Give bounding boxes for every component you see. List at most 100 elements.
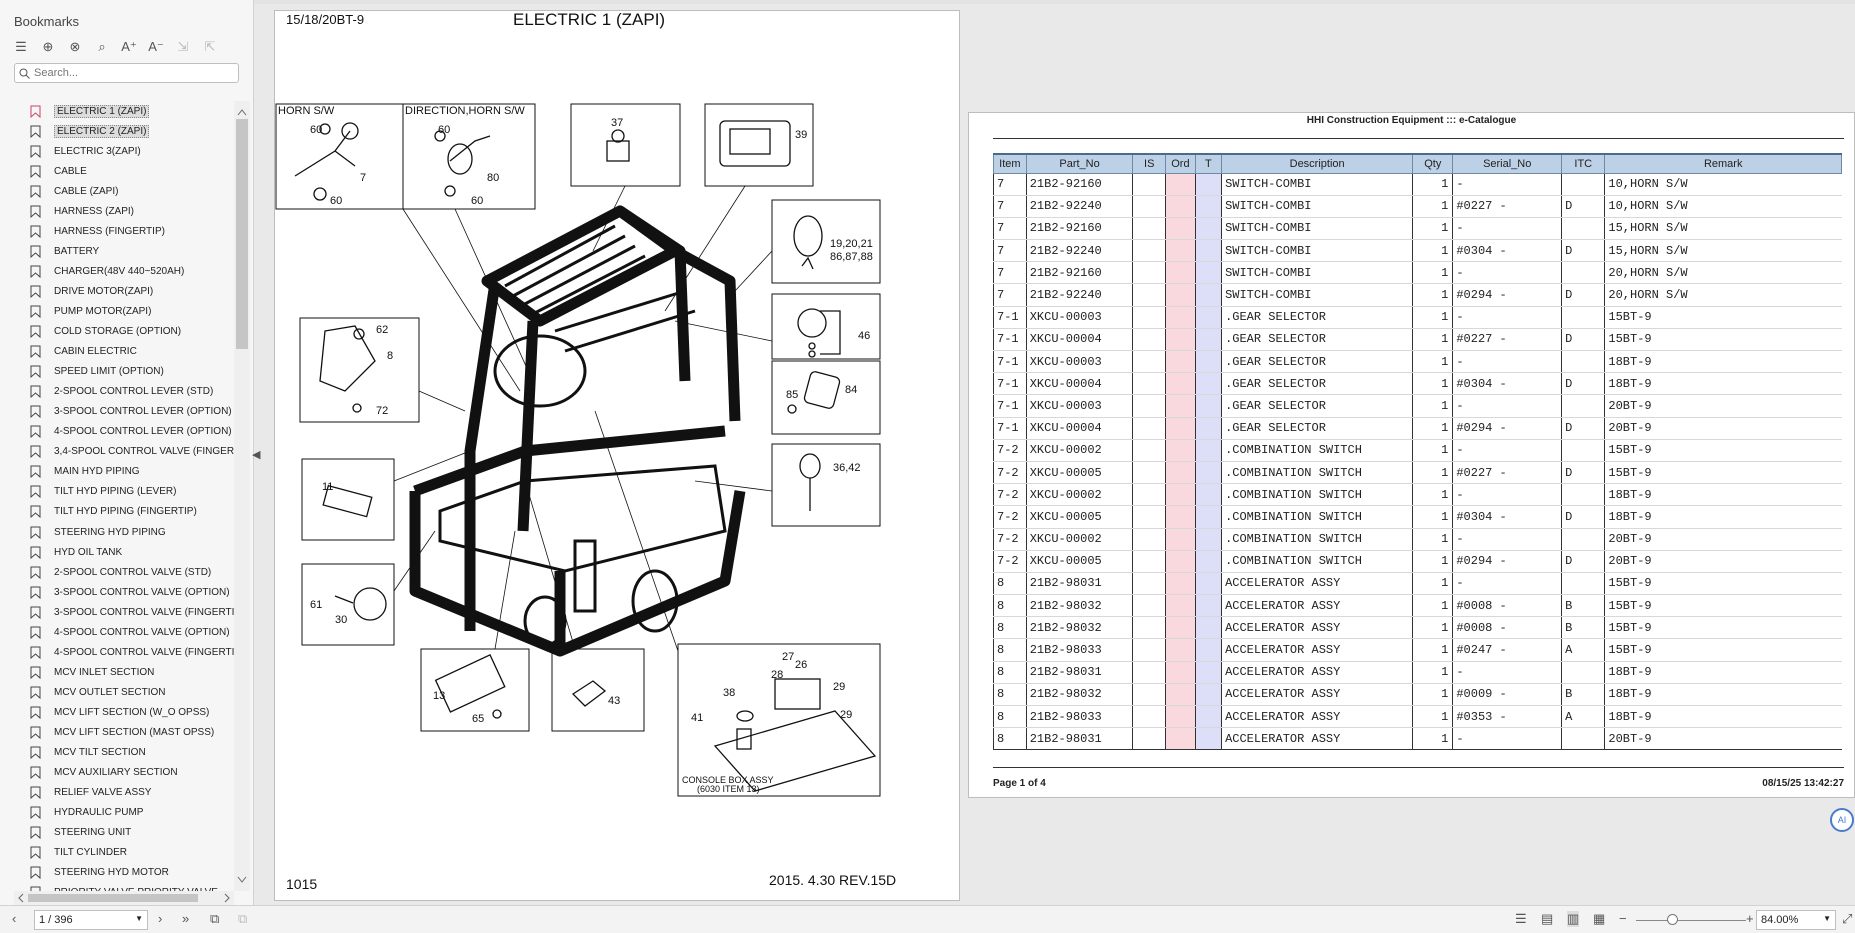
column-header[interactable]: Item — [993, 153, 1027, 174]
bookmark-item[interactable]: CHARGER(48V 440~520AH) — [14, 261, 234, 281]
bookmark-item[interactable]: PUMP MOTOR(ZAPI) — [14, 301, 234, 321]
expand-all-icon[interactable]: ⇲ — [177, 39, 189, 54]
column-header[interactable]: Serial_No — [1452, 153, 1563, 174]
bookmark-item[interactable]: PRIORITY VALVE PRIORITY VALVE — [14, 883, 234, 891]
zoom-slider[interactable] — [1636, 920, 1746, 921]
zoom-in-icon[interactable]: + — [1746, 911, 1754, 926]
bookmark-item[interactable]: TILT HYD PIPING (LEVER) — [14, 482, 234, 502]
column-header[interactable]: Part_No — [1025, 153, 1134, 174]
prev-page-icon[interactable]: ‹ — [12, 911, 17, 926]
bookmark-item[interactable]: STEERING HYD PIPING — [14, 522, 234, 542]
bookmark-item[interactable]: 3,4-SPOOL CONTROL VALVE (FINGERTIP) — [14, 442, 234, 462]
bookmark-item[interactable]: 4-SPOOL CONTROL LEVER (OPTION) — [14, 422, 234, 442]
bookmark-item[interactable]: CABLE — [14, 161, 234, 181]
single-page-view-icon[interactable]: ☰ — [1515, 911, 1527, 926]
column-header[interactable]: Ord — [1165, 153, 1196, 174]
last-page-icon[interactable]: » — [182, 911, 190, 926]
bookmark-item[interactable]: 2-SPOOL CONTROL LEVER (STD) — [14, 382, 234, 402]
fit-page-icon[interactable]: ⤢ — [1842, 911, 1853, 926]
two-page-view-icon[interactable]: ▥ — [1567, 911, 1580, 927]
bookmark-horizontal-scrollbar[interactable] — [14, 891, 234, 905]
column-header[interactable]: Remark — [1604, 153, 1842, 174]
column-header[interactable]: IS — [1132, 153, 1167, 174]
decrease-font-icon[interactable]: A⁻ — [148, 39, 164, 54]
bookmark-item[interactable]: TILT HYD PIPING (FINGERTIP) — [14, 502, 234, 522]
bookmark-item[interactable]: 2-SPOOL CONTROL VALVE (STD) — [14, 562, 234, 582]
bookmark-item[interactable]: 3-SPOOL CONTROL VALVE (FINGERTIP) — [14, 602, 234, 622]
bookmark-item[interactable]: SPEED LIMIT (OPTION) — [14, 362, 234, 382]
next-page-icon[interactable]: › — [158, 911, 163, 926]
column-header[interactable]: ITC — [1561, 153, 1606, 174]
collapse-panel-icon[interactable]: ◀ — [252, 449, 261, 461]
bookmark-item[interactable]: MCV AUXILIARY SECTION — [14, 763, 234, 783]
bookmark-search-box[interactable] — [14, 63, 239, 83]
zoom-level-field[interactable]: 84.00%▼ — [1756, 910, 1836, 930]
page-number-field[interactable]: 1 / 396▼ — [34, 910, 148, 930]
zoom-out-icon[interactable]: − — [1619, 911, 1627, 926]
bookmark-item[interactable]: ELECTRIC 1 (ZAPI) — [14, 101, 234, 121]
column-header[interactable]: T — [1194, 153, 1223, 174]
bookmark-search-icon[interactable]: ⌕ — [98, 39, 106, 54]
bookmark-item[interactable]: MCV TILT SECTION — [14, 743, 234, 763]
continuous-view-icon[interactable]: ▤ — [1541, 911, 1554, 926]
bookmark-item[interactable]: RELIEF VALVE ASSY — [14, 783, 234, 803]
extract-page-icon[interactable]: ⧉ — [238, 911, 248, 926]
bookmark-item[interactable]: 3-SPOOL CONTROL VALVE (OPTION) — [14, 582, 234, 602]
thumbnail-view-icon[interactable]: ▦ — [1593, 911, 1606, 926]
bookmark-search-input[interactable] — [34, 67, 224, 79]
bookmark-item[interactable]: 4-SPOOL CONTROL VALVE (FINGERTIP) — [14, 642, 234, 662]
bookmark-item[interactable]: CABLE (ZAPI) — [14, 181, 234, 201]
column-header[interactable]: Description — [1221, 153, 1414, 174]
collapse-all-icon[interactable]: ⇱ — [204, 39, 216, 54]
bookmark-item[interactable]: STEERING UNIT — [14, 823, 234, 843]
bookmark-item[interactable]: STEERING HYD MOTOR — [14, 863, 234, 883]
bookmark-item[interactable]: TILT CYLINDER — [14, 843, 234, 863]
copy-page-icon[interactable]: ⧉ — [210, 911, 220, 926]
bookmark-item[interactable]: COLD STORAGE (OPTION) — [14, 322, 234, 342]
bookmark-item[interactable]: MCV OUTLET SECTION — [14, 682, 234, 702]
zoom-slider-thumb[interactable] — [1667, 914, 1679, 925]
increase-font-icon[interactable]: A⁺ — [121, 39, 137, 54]
bookmark-item[interactable]: HYDRAULIC PUMP — [14, 803, 234, 823]
bookmark-item[interactable]: 3-SPOOL CONTROL LEVER (OPTION) — [14, 402, 234, 422]
bookmark-item[interactable]: 4-SPOOL CONTROL VALVE (OPTION) — [14, 622, 234, 642]
bookmark-item[interactable]: MAIN HYD PIPING — [14, 462, 234, 482]
delete-bookmark-icon[interactable]: ⊗ — [69, 39, 81, 54]
column-header[interactable]: Qty — [1412, 153, 1454, 174]
bookmark-item[interactable]: BATTERY — [14, 241, 234, 261]
bookmark-item[interactable]: CABIN ELECTRIC — [14, 342, 234, 362]
bookmark-item[interactable]: ELECTRIC 3(ZAPI) — [14, 141, 234, 161]
bookmark-item[interactable]: HARNESS (FINGERTIP) — [14, 221, 234, 241]
bookmark-item[interactable]: HYD OIL TANK — [14, 542, 234, 562]
bookmark-vertical-scrollbar[interactable] — [234, 101, 250, 891]
bookmark-item[interactable]: HARNESS (ZAPI) — [14, 201, 234, 221]
bookmark-item[interactable]: MCV LIFT SECTION (MAST OPSS) — [14, 722, 234, 742]
bookmark-item[interactable]: MCV INLET SECTION — [14, 662, 234, 682]
